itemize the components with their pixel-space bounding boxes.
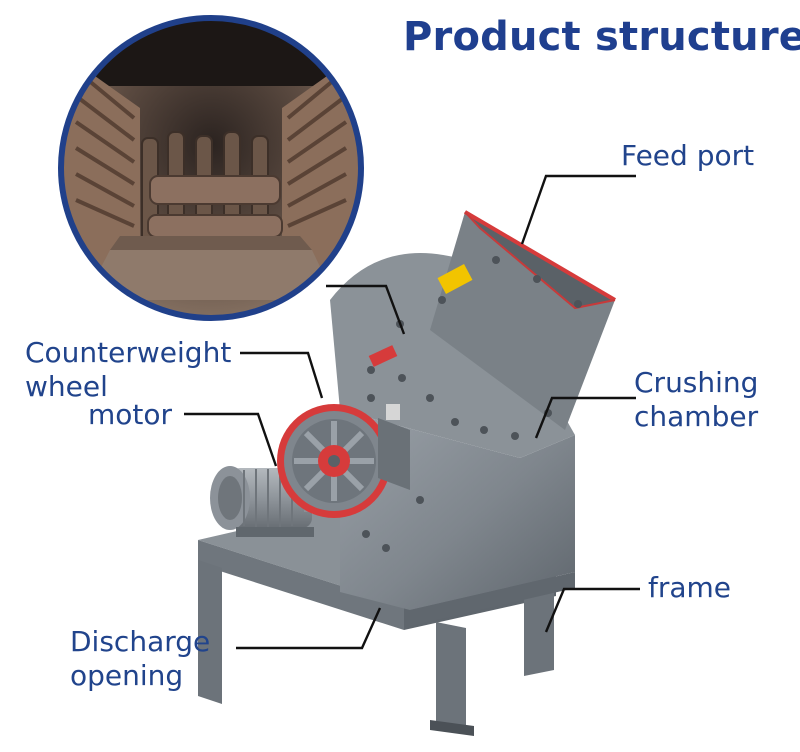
label-discharge-line1: Discharge bbox=[70, 625, 211, 658]
label-discharge-opening: Discharge opening bbox=[70, 625, 210, 693]
label-discharge-line2: opening bbox=[70, 659, 184, 692]
label-crushing-line2: chamber bbox=[634, 400, 759, 433]
leader-lines bbox=[184, 174, 640, 650]
hammer-crusher-machine bbox=[198, 210, 617, 736]
label-crushing-chamber: Crushing chamber bbox=[634, 366, 758, 434]
label-frame: frame bbox=[648, 571, 731, 605]
page-title: Product structure bbox=[403, 14, 800, 60]
label-counterweight-line1: Counterweight bbox=[25, 336, 232, 369]
label-counterweight-line2: wheel bbox=[25, 370, 108, 403]
label-feed-port: Feed port bbox=[621, 139, 754, 173]
label-frame-text: frame bbox=[648, 571, 732, 604]
counterweight-wheel bbox=[277, 404, 391, 518]
label-motor-text: motor bbox=[88, 398, 173, 431]
label-feed-port-text: Feed port bbox=[621, 139, 755, 172]
label-motor: motor bbox=[88, 398, 172, 432]
inset-rotor-closeup bbox=[58, 15, 364, 321]
label-counterweight-wheel: Counterweight wheel bbox=[25, 336, 231, 404]
label-crushing-line1: Crushing bbox=[634, 366, 759, 399]
